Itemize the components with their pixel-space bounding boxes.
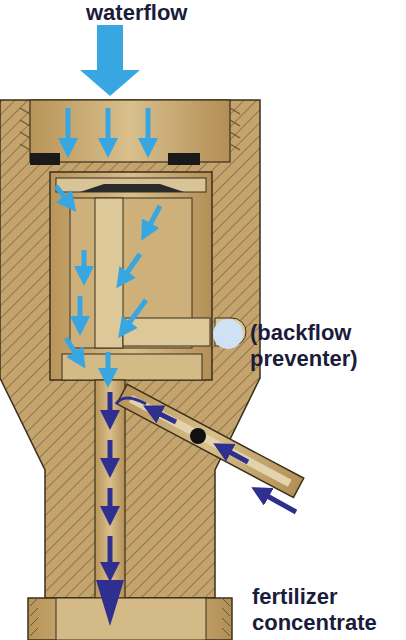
outlet-label: fertilizer concentrate <box>252 584 400 636</box>
inlet-bore <box>30 100 230 162</box>
inflow-arrow <box>80 25 140 96</box>
backflow-port <box>213 319 243 349</box>
flow-label: waterflow <box>86 0 226 26</box>
valve-cartridge <box>50 172 212 380</box>
suction-tube <box>117 384 304 497</box>
check-ball <box>190 428 206 444</box>
seal <box>168 153 200 165</box>
outlet-nut <box>28 598 232 640</box>
seal <box>30 153 60 165</box>
mixing-channel <box>95 380 125 598</box>
callout-label: (backflow preventer) <box>250 320 400 372</box>
injector-body <box>0 100 260 598</box>
